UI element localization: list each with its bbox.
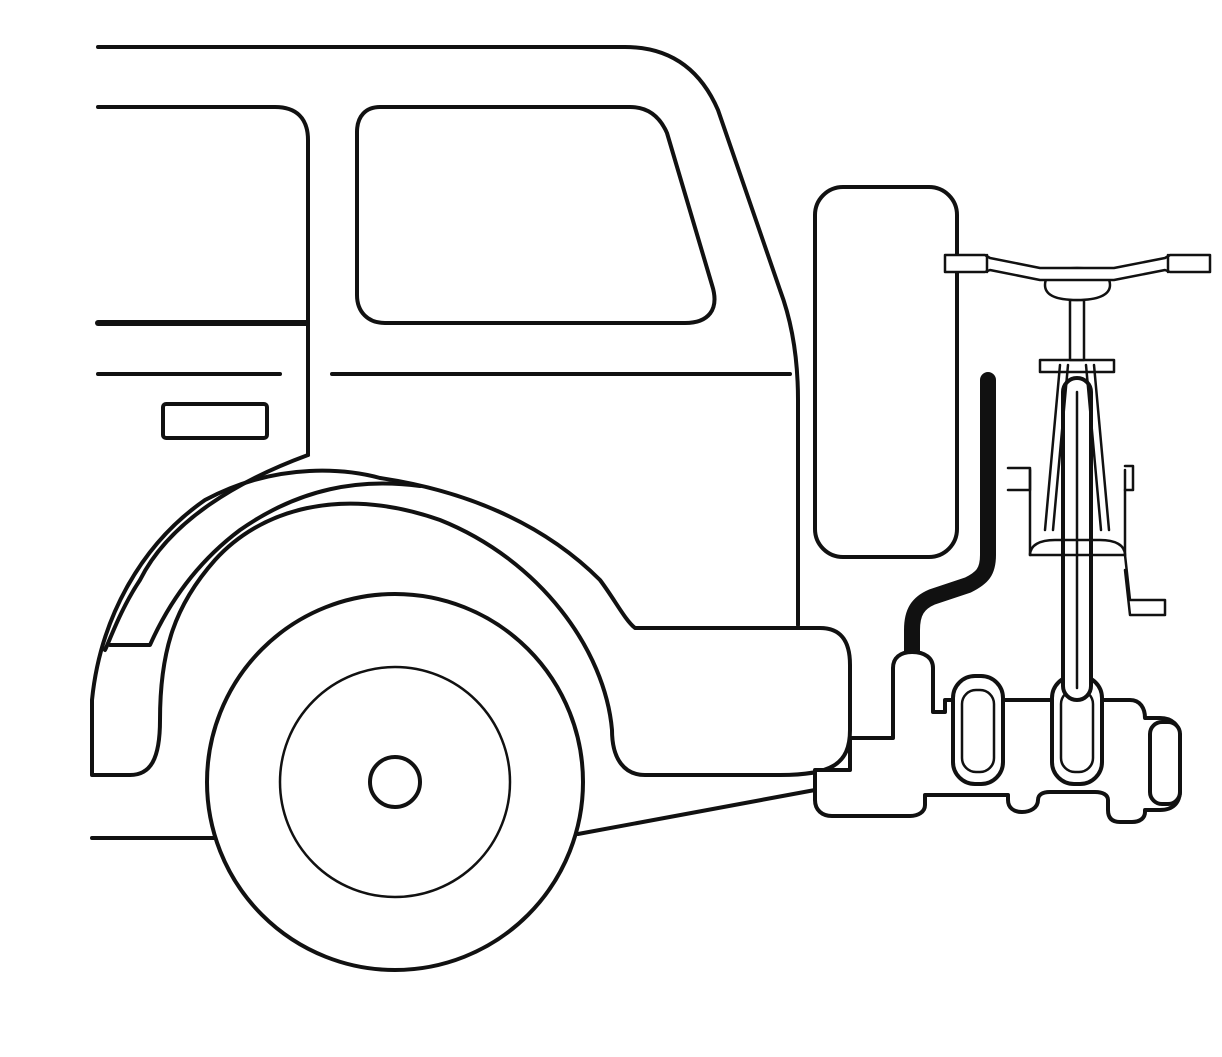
- crank-arm: [1123, 553, 1167, 617]
- roof-line: [96, 45, 800, 627]
- fender-trim-line: [108, 481, 422, 647]
- fork-right: [1084, 363, 1111, 532]
- rear-underbody-line: [576, 788, 817, 836]
- crank-right: [1123, 464, 1135, 492]
- tire-outer: [205, 592, 585, 972]
- fork-left: [1043, 363, 1070, 532]
- stem: [1068, 298, 1086, 362]
- rear-tire: [205, 592, 585, 972]
- wheel-cradle-front-inner: [960, 688, 996, 774]
- rack-end-cap: [1148, 720, 1182, 806]
- frame-tube: [1028, 468, 1127, 557]
- vehicle-body: [90, 45, 817, 840]
- door-handle: [161, 402, 269, 440]
- front-door-edge: [96, 105, 310, 457]
- rear-side-window: [355, 105, 717, 325]
- rack-mast-arm: [904, 372, 996, 668]
- fork-crown: [1038, 358, 1116, 374]
- handlebar: [943, 253, 1212, 282]
- chainring: [1028, 538, 1127, 557]
- rear-quarter-line: [103, 453, 310, 652]
- crank-left: [1006, 466, 1032, 492]
- hitch-tray: [813, 650, 1182, 824]
- spare-tire-cover: [813, 185, 959, 559]
- wheel-hub: [368, 755, 422, 809]
- bicycle: [943, 253, 1212, 702]
- wheel-rim: [278, 665, 512, 899]
- wheel-cradle-rear-inner: [1059, 688, 1095, 774]
